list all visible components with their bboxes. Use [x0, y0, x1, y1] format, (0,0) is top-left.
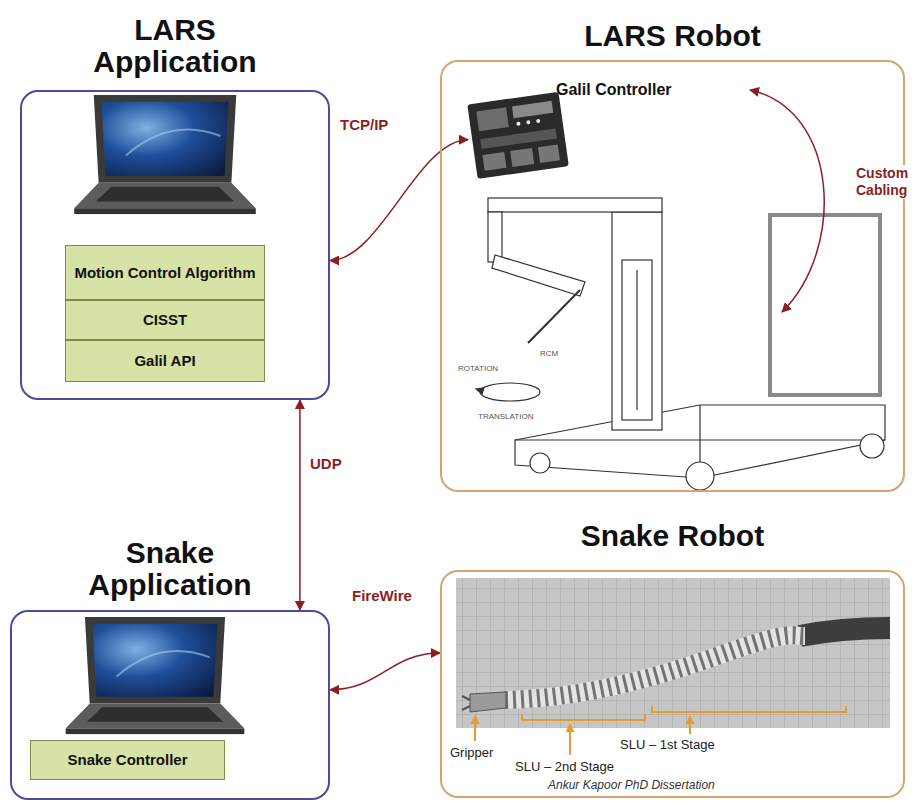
connection-label: TCP/IP	[338, 116, 390, 134]
laptop-icon	[74, 95, 256, 214]
layer-label: Galil API	[134, 352, 195, 370]
robot-drawing	[476, 198, 885, 490]
controller-picture	[526, 120, 531, 125]
software-layer-box: Galil API	[65, 340, 265, 382]
controller-picture	[467, 92, 569, 179]
application-panel: LARS ApplicationMotion Control Algorithm…	[20, 6, 330, 400]
controller-picture	[476, 107, 508, 131]
robot-drawing	[636, 270, 637, 410]
controller-picture	[480, 129, 557, 149]
software-layer-box: CISST	[65, 300, 265, 340]
motion-label: RCM	[540, 349, 558, 359]
snake-photo	[470, 692, 506, 712]
robot-drawing	[700, 439, 885, 440]
motion-label: ROTATION	[458, 364, 498, 374]
robot-drawing	[686, 462, 714, 490]
controller-picture	[510, 148, 534, 167]
controller-picture	[512, 101, 553, 118]
motion-label: TRANSLATION	[478, 412, 533, 422]
robot-drawing	[530, 453, 550, 473]
laptop-icon	[66, 617, 245, 734]
laptop-icon	[66, 617, 245, 734]
layer-label: Snake Controller	[67, 751, 187, 769]
connector	[299, 400, 301, 610]
robot-drawing	[612, 212, 662, 430]
snake-photo	[474, 716, 476, 741]
panel-heading: Snake Robot	[581, 520, 764, 552]
snake-photo	[462, 696, 470, 700]
snake-photo	[522, 714, 645, 720]
part-label: SLU – 1st Stage	[620, 737, 715, 753]
snake-photo	[505, 635, 805, 700]
software-layer-box: Motion Control Algorithm	[65, 245, 265, 300]
robot-drawing	[770, 215, 880, 395]
application-panel: Snake ApplicationSnake Controller	[10, 532, 330, 800]
connection-label: FireWire	[350, 587, 414, 605]
laptop-icon	[74, 95, 256, 214]
robot-panel: Snake Robot	[440, 512, 905, 798]
part-label: Gripper	[450, 745, 493, 761]
snake-photo	[456, 578, 890, 728]
connector	[330, 653, 440, 690]
snake-photo	[505, 635, 805, 700]
robot-drawing	[860, 434, 884, 458]
panel-outline	[440, 570, 905, 798]
snake-photo	[569, 724, 571, 755]
controller-picture	[538, 144, 560, 163]
robot-drawing	[488, 198, 662, 212]
snake-photo	[652, 706, 846, 712]
controller-unit: Galil Controller	[468, 74, 748, 180]
layer-label: CISST	[143, 311, 187, 329]
cabling-arrow	[750, 90, 824, 312]
cabling-arrow	[750, 90, 824, 312]
part-label: SLU – 2nd Stage	[515, 759, 614, 775]
robot-drawing	[622, 260, 652, 420]
panel-heading: LARS Robot	[584, 20, 761, 52]
panel-heading: LARS Application	[55, 14, 295, 79]
robot-drawing	[515, 439, 700, 440]
controller-picture	[482, 152, 506, 171]
software-layer-box: Snake Controller	[30, 740, 225, 780]
snake-photo	[800, 628, 890, 636]
controller-picture	[467, 92, 569, 179]
connection-label: Custom Cabling	[856, 165, 916, 199]
controller-picture	[516, 121, 521, 126]
controller-picture	[536, 119, 541, 124]
panel-heading: Snake Application	[45, 537, 295, 602]
connector	[330, 140, 468, 261]
connection-label: UDP	[308, 455, 344, 473]
snake-photo	[689, 716, 691, 734]
robot-drawing	[528, 290, 580, 343]
device-label: Galil Controller	[556, 80, 672, 99]
layer-label: Motion Control Algorithm	[74, 264, 255, 282]
source-note: Ankur Kapoor PhD Dissertation	[548, 778, 715, 792]
panel-outline	[440, 60, 905, 492]
robot-drawing	[480, 383, 540, 401]
snake-photo	[462, 706, 470, 710]
snake-photo	[456, 578, 890, 755]
robot-drawing	[476, 388, 484, 394]
robot-drawing	[492, 255, 585, 296]
